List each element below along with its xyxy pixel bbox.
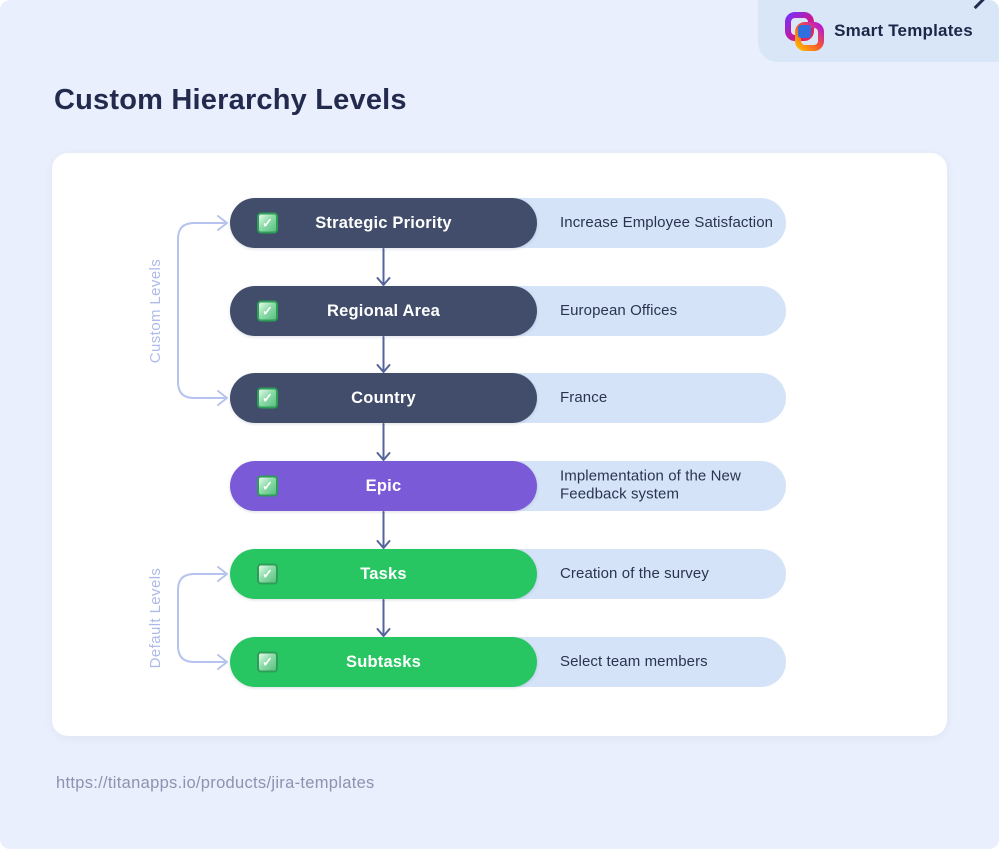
level-label: Subtasks — [346, 652, 421, 671]
group-label-default-levels: Default Levels — [147, 567, 164, 669]
caption-text: European Offices — [560, 301, 678, 319]
page-title: Custom Hierarchy Levels — [54, 84, 407, 116]
checkbox-icon[interactable]: ✓ — [257, 563, 278, 585]
level-pill-epic: ✓ Epic — [230, 461, 537, 511]
checkbox-icon[interactable]: ✓ — [257, 300, 278, 322]
hierarchy-row: Select team members ✓ Subtasks — [230, 637, 786, 687]
custom-levels-bracket — [177, 215, 228, 406]
level-label: Strategic Priority — [315, 213, 452, 232]
hierarchy-card: Custom Levels Default Levels Increase Em… — [52, 153, 947, 736]
caption-text: Creation of the survey — [560, 564, 709, 582]
connector-lines — [177, 215, 391, 670]
group-label-custom-levels: Custom Levels — [147, 258, 164, 364]
level-label: Country — [351, 388, 416, 407]
level-pill-strategic-priority: ✓ Strategic Priority — [230, 198, 537, 248]
hierarchy-row: Implementation of the New Feedback syste… — [230, 461, 786, 511]
smart-templates-logo-icon — [785, 12, 825, 51]
level-pill-subtasks: ✓ Subtasks — [230, 637, 537, 687]
caption-text: Select team members — [560, 652, 708, 670]
hierarchy-row: European Offices ✓ Regional Area — [230, 286, 786, 336]
level-pill-regional-area: ✓ Regional Area — [230, 286, 537, 336]
brand-name: Smart Templates — [834, 21, 973, 40]
footer-url[interactable]: https://titanapps.io/products/jira-templ… — [56, 774, 375, 792]
caption-text: France — [560, 388, 608, 406]
hierarchy-row: France ✓ Country — [230, 373, 786, 423]
down-arrows — [376, 248, 391, 637]
checkbox-icon[interactable]: ✓ — [257, 651, 278, 673]
caption-text: Increase Employee Satisfaction — [560, 213, 774, 231]
level-label: Regional Area — [327, 301, 440, 320]
brand-badge: Smart Templates — [758, 0, 999, 62]
level-pill-tasks: ✓ Tasks — [230, 549, 537, 599]
hierarchy-row: Creation of the survey ✓ Tasks — [230, 549, 786, 599]
caption-text: Implementation of the New Feedback syste… — [560, 467, 741, 503]
default-levels-bracket — [177, 566, 228, 670]
checkbox-icon[interactable]: ✓ — [257, 212, 278, 234]
level-pill-country: ✓ Country — [230, 373, 537, 423]
checkbox-icon[interactable]: ✓ — [257, 387, 278, 409]
hierarchy-row: Increase Employee Satisfaction ✓ Strateg… — [230, 198, 786, 248]
checkbox-icon[interactable]: ✓ — [257, 475, 278, 497]
level-label: Epic — [365, 476, 402, 495]
level-label: Tasks — [360, 564, 407, 583]
